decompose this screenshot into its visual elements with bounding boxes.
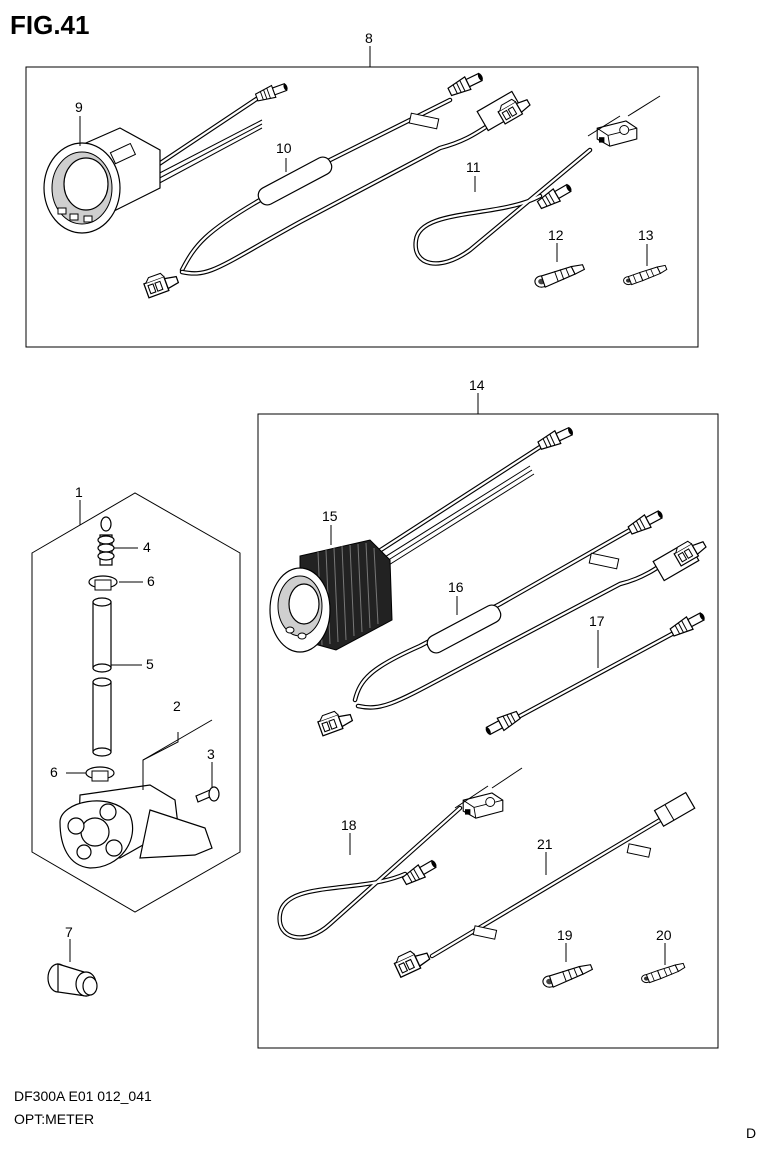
callout-12: 12 [548,227,564,243]
page-letter: D [746,1125,756,1141]
callout-13: 13 [638,227,654,243]
part-4-nipple: 4 [97,516,151,566]
callout-17: 17 [589,613,605,629]
kit-box-14: 14 [257,377,719,1049]
part-20-cap-connector: 20 [641,927,686,984]
part-3-screw: 3 [195,746,220,803]
callout-5: 5 [146,656,154,672]
callout-7: 7 [65,924,73,940]
group-name: OPT:METER [14,1111,94,1127]
part-15-gauge: 15 [269,423,576,653]
callout-19: 19 [557,927,573,943]
part-18-sensor-cable: 18 [277,767,523,940]
part-6-clip-bottom: 6 [50,764,115,782]
part-6-clip-top: 6 [88,573,155,591]
callout-6a: 6 [147,573,155,589]
callout-3: 3 [207,746,215,762]
callout-18: 18 [341,817,357,833]
part-16-harness: 16 [315,506,709,737]
callout-9: 9 [75,99,83,115]
callout-14: 14 [469,377,485,393]
part-19-terminator: 19 [542,927,594,988]
callout-2: 2 [173,698,181,714]
callout-11: 11 [466,159,481,175]
callout-1: 1 [75,484,83,500]
part-13-cap-connector: 13 [623,227,668,286]
callout-4: 4 [143,539,151,555]
part-21-adapter-harness: 21 [391,791,696,978]
model-code: DF300A E01 012_041 [14,1088,152,1104]
kit-box-8: 8 [25,30,699,348]
callout-16: 16 [448,579,464,595]
callout-21: 21 [537,836,553,852]
callout-10: 10 [276,140,292,156]
callout-6b: 6 [50,764,58,780]
part-9-gauge: 9 [43,79,290,234]
part-12-terminator: 12 [534,227,586,288]
part-5-hose: 5 [92,597,154,757]
part-11-sensor-cable: 11 [413,95,661,266]
assembly-box-1: 1 [31,484,241,913]
callout-15: 15 [322,508,338,524]
callout-8: 8 [365,30,373,46]
part-17-extension-cable: 17 [482,608,708,739]
part-10-harness: 10 [141,69,533,299]
part-7-plug: 7 [47,924,98,997]
part-2-pickup: 2 [59,698,213,869]
figure-title: FIG.41 [10,10,89,40]
callout-20: 20 [656,927,672,943]
